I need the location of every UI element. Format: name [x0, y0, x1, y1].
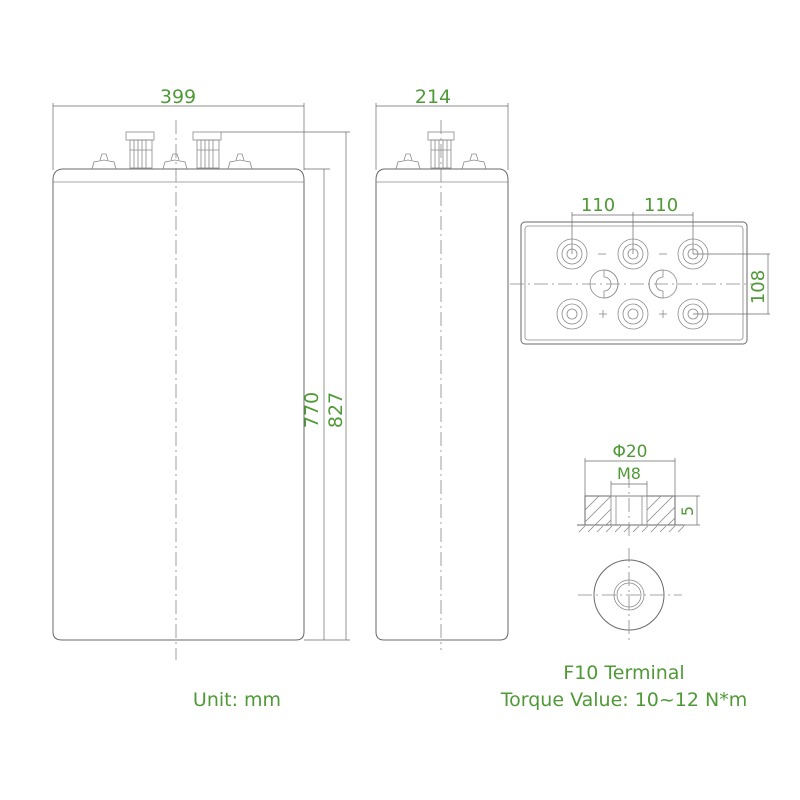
front-vent-plug-right [192, 131, 222, 169]
side-view [375, 103, 509, 650]
side-width-label: 214 [415, 86, 451, 108]
section-hatch-right [646, 495, 676, 526]
terminal-top-2 [617, 238, 649, 270]
terminal-plan-view [578, 548, 682, 640]
depth-label: 5 [678, 506, 697, 516]
front-small-terminal-right [227, 153, 253, 170]
body-height-label: 770 [301, 392, 323, 428]
side-vent-plug [427, 131, 455, 169]
front-small-terminal-left [91, 153, 117, 170]
terminal-bottom-3 [677, 298, 709, 330]
terminal-spacing-right-label: 110 [644, 195, 678, 216]
terminal-spacing-left-label: 110 [581, 195, 615, 216]
front-width-label: 399 [160, 86, 196, 108]
side-small-terminal-left [395, 153, 421, 170]
vent-circle-left [589, 269, 619, 299]
top-outline [520, 221, 748, 345]
polarity-marks [598, 253, 667, 318]
ground-hatch [578, 525, 685, 533]
terminal-name-caption: F10 Terminal [563, 662, 684, 684]
row-spacing-label: 108 [748, 270, 769, 304]
side-body [375, 168, 509, 641]
total-height-label: 827 [325, 392, 347, 428]
terminal-section-view [577, 458, 700, 540]
top-view [510, 212, 770, 345]
terminal-bottom-2 [617, 298, 649, 330]
front-vent-plug-left [125, 131, 155, 169]
terminal-top-3 [677, 238, 709, 270]
thread-label: M8 [617, 464, 641, 483]
terminal-bottom-1 [556, 298, 588, 330]
front-view [52, 103, 350, 660]
front-body [52, 168, 305, 641]
vent-circle-right [648, 269, 678, 299]
side-small-terminal-right [461, 153, 487, 170]
torque-caption: Torque Value: 10~12 N*m [500, 689, 747, 711]
unit-caption: Unit: mm [193, 689, 281, 711]
section-hatch-left [584, 495, 612, 526]
outer-diameter-label: Φ20 [612, 442, 647, 462]
front-small-terminal-mid [162, 153, 188, 170]
top-inner-outline [524, 225, 744, 341]
terminal-top-1 [556, 238, 588, 270]
